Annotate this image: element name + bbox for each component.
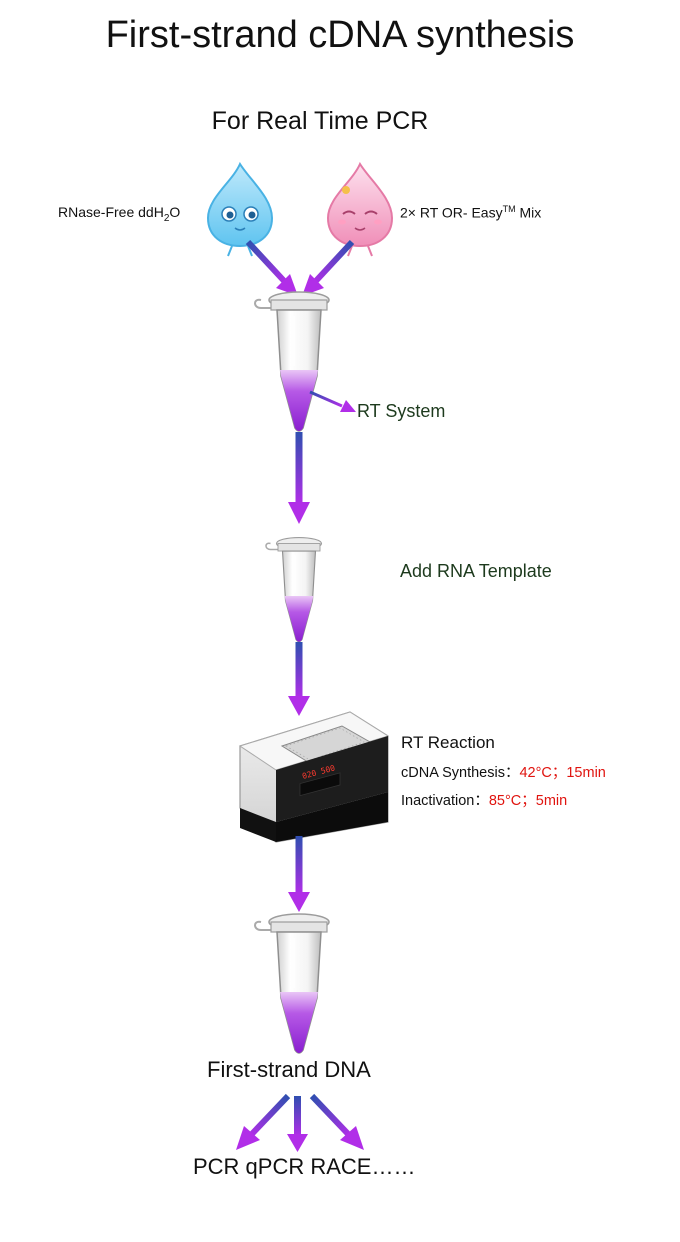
flow-arrow-2 [288, 642, 310, 716]
converging-arrows [245, 239, 355, 296]
synthesis-condition: 42°C；15min [519, 765, 606, 781]
page-title: First-strand cDNA synthesis [105, 14, 575, 56]
split-arrows [236, 1093, 364, 1152]
template-tube [264, 536, 323, 644]
mix-reagent-label: 2× RT OR- EasyTM Mix [400, 204, 542, 221]
add-template-label: Add RNA Template [400, 561, 552, 581]
flow-arrow-1 [288, 432, 310, 524]
flow-arrow-3 [288, 836, 310, 912]
rt-reaction-label: RT Reaction [401, 733, 495, 752]
page-subtitle: For Real Time PCR [211, 107, 429, 135]
rt-system-tube [253, 290, 331, 433]
rt-system-label: RT System [357, 401, 446, 421]
inactivation-step: Inactivation：85°C；5min [401, 793, 568, 809]
synthesis-step: cDNA Synthesis：42°C；15min [401, 765, 606, 781]
product-tube [253, 912, 331, 1055]
product-label: First-strand DNA [207, 1057, 371, 1082]
inactivation-condition: 85°C；5min [488, 793, 568, 809]
rt-system-pointer [309, 390, 356, 412]
mix-droplet-icon [326, 161, 394, 257]
thermal-block-device-icon [238, 711, 390, 843]
water-reagent-label: RNase-Free ddH2O [58, 204, 181, 224]
water-droplet-icon [206, 161, 274, 257]
applications-label: PCR qPCR RACE…… [193, 1154, 416, 1179]
